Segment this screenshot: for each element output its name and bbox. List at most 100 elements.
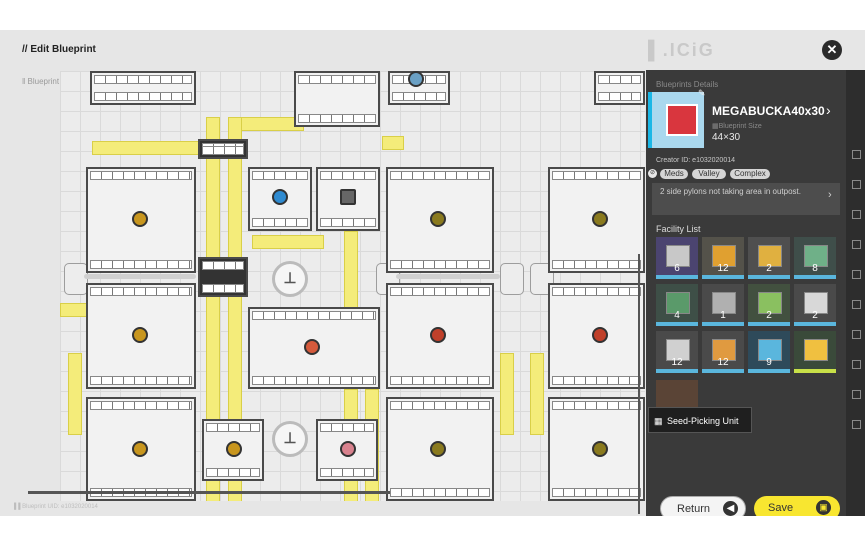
facility-count: 9 <box>766 357 772 368</box>
facility-tile[interactable]: 6 <box>656 237 698 279</box>
facility-tile[interactable]: 12 <box>702 331 744 373</box>
facility-count: 12 <box>717 357 729 368</box>
blueprint-size-label: ▦Blueprint Size <box>712 123 762 130</box>
planting-unit[interactable] <box>594 71 645 105</box>
planting-unit[interactable] <box>90 71 196 105</box>
panel-tab-marker[interactable] <box>852 390 861 399</box>
panel-tab-marker[interactable] <box>852 240 861 249</box>
blueprint-description-box[interactable]: 2 side pylons not taking area in outpost… <box>652 183 840 215</box>
facility-image <box>666 292 690 314</box>
facility-count: 4 <box>674 310 680 321</box>
filling-unit-icon <box>340 189 356 205</box>
save-label: Save <box>768 502 794 514</box>
panel-tab-marker[interactable] <box>852 300 861 309</box>
facility-tile[interactable]: 8 <box>794 237 836 279</box>
top-bar: // Edit Blueprint ▌.ΙCiG ✕ <box>0 30 865 70</box>
seed-picking-unit[interactable] <box>248 167 312 231</box>
plant-resource-icon <box>226 441 242 457</box>
facility-tile[interactable]: 12 <box>702 237 744 279</box>
edit-icon[interactable]: ✎ <box>698 88 706 98</box>
pipe <box>84 274 196 279</box>
blueprint-canvas[interactable]: ⊥ ⊥ <box>60 71 645 501</box>
page-title: // Edit Blueprint <box>22 44 96 55</box>
planting-unit[interactable] <box>386 397 494 501</box>
plant-resource-icon <box>430 441 446 457</box>
pipe <box>396 274 500 279</box>
plant-resource-icon <box>592 211 608 227</box>
panel-tab-marker[interactable] <box>852 420 861 429</box>
panel-tab-marker[interactable] <box>852 180 861 189</box>
conveyor-belt <box>344 231 358 308</box>
creator-id: Creator ID: e1032020014 <box>656 157 735 164</box>
facility-tooltip: ▦ Seed-Picking Unit <box>648 407 752 433</box>
panel-tab-marker[interactable] <box>852 330 861 339</box>
panel-tab-marker[interactable] <box>852 150 861 159</box>
conveyor-belt <box>206 117 220 501</box>
close-button[interactable]: ✕ <box>822 40 842 60</box>
facility-tile-selected[interactable] <box>794 331 836 373</box>
game-logo: ▌.ΙCiG <box>648 40 715 60</box>
facility-image <box>804 245 828 267</box>
conveyor-belt <box>92 141 206 155</box>
plant-resource-icon <box>592 327 608 343</box>
facility-tile[interactable]: 1 <box>702 284 744 326</box>
facility-tile[interactable]: 2 <box>748 284 790 326</box>
belt-splitter[interactable] <box>198 257 248 297</box>
pylon-hub-icon[interactable]: ⊥ <box>272 421 308 457</box>
side-pylon[interactable] <box>64 263 88 295</box>
facility-tile[interactable]: 12 <box>656 331 698 373</box>
facility-count: 2 <box>812 310 818 321</box>
facility-tile[interactable]: 2 <box>794 284 836 326</box>
facility-icon: ▦ <box>654 416 663 426</box>
blueprint-thumbnail[interactable] <box>648 92 704 148</box>
facility-image <box>712 292 736 314</box>
horizontal-scrollbar[interactable] <box>28 491 390 494</box>
panel-tab-marker[interactable] <box>852 270 861 279</box>
facility-image <box>758 292 782 314</box>
facility-tile[interactable]: 2 <box>748 237 790 279</box>
panel-tab-marker[interactable] <box>852 360 861 369</box>
facility-count: 8 <box>812 263 818 274</box>
tooltip-text: Seed-Picking Unit <box>667 416 739 426</box>
facility-count: 1 <box>720 310 726 321</box>
facility-count: 6 <box>674 263 680 274</box>
side-pylon[interactable] <box>500 263 524 295</box>
conveyor-belt <box>228 117 242 501</box>
plant-resource-icon <box>430 327 446 343</box>
tag-meds[interactable]: Meds <box>660 169 688 179</box>
facility-count: 12 <box>671 357 683 368</box>
facility-tile[interactable]: 4 <box>656 284 698 326</box>
blueprint-thumbnail-image <box>666 104 698 136</box>
facility-count: 12 <box>717 263 729 274</box>
chevron-right-icon: › <box>828 189 832 201</box>
planting-unit[interactable] <box>294 71 380 127</box>
seed-picking-unit[interactable] <box>316 419 378 481</box>
return-button[interactable]: Return ◀ <box>660 496 746 516</box>
plant-resource-icon <box>132 327 148 343</box>
save-button[interactable]: Save ▣ <box>754 496 840 516</box>
planting-unit[interactable] <box>86 283 196 389</box>
plant-resource-icon <box>430 211 446 227</box>
facility-image <box>758 245 782 267</box>
facility-tile[interactable]: 9 <box>748 331 790 373</box>
facility-count: 2 <box>766 263 772 274</box>
facility-image <box>804 292 828 314</box>
chevron-right-icon[interactable]: › <box>826 102 831 118</box>
conveyor-belt <box>68 353 82 435</box>
belt-splitter[interactable] <box>198 139 248 159</box>
resource-icon <box>408 71 424 87</box>
conveyor-belt <box>252 235 324 249</box>
tag-complex[interactable]: Complex <box>730 169 770 179</box>
facility-count: 2 <box>766 310 772 321</box>
facility-image <box>758 339 782 361</box>
vertical-scrollbar[interactable] <box>638 254 640 514</box>
return-label: Return <box>677 503 711 515</box>
plant-resource-icon <box>132 441 148 457</box>
blueprint-size-value: 44×30 <box>712 132 741 143</box>
pylon-hub-icon[interactable]: ⊥ <box>272 261 308 297</box>
panel-tab-marker[interactable] <box>852 210 861 219</box>
blueprint-description: 2 side pylons not taking area in outpost… <box>660 187 801 196</box>
facility-image <box>666 245 690 267</box>
tag-valley[interactable]: Valley <box>692 169 726 179</box>
grinding-resource-icon <box>304 339 320 355</box>
